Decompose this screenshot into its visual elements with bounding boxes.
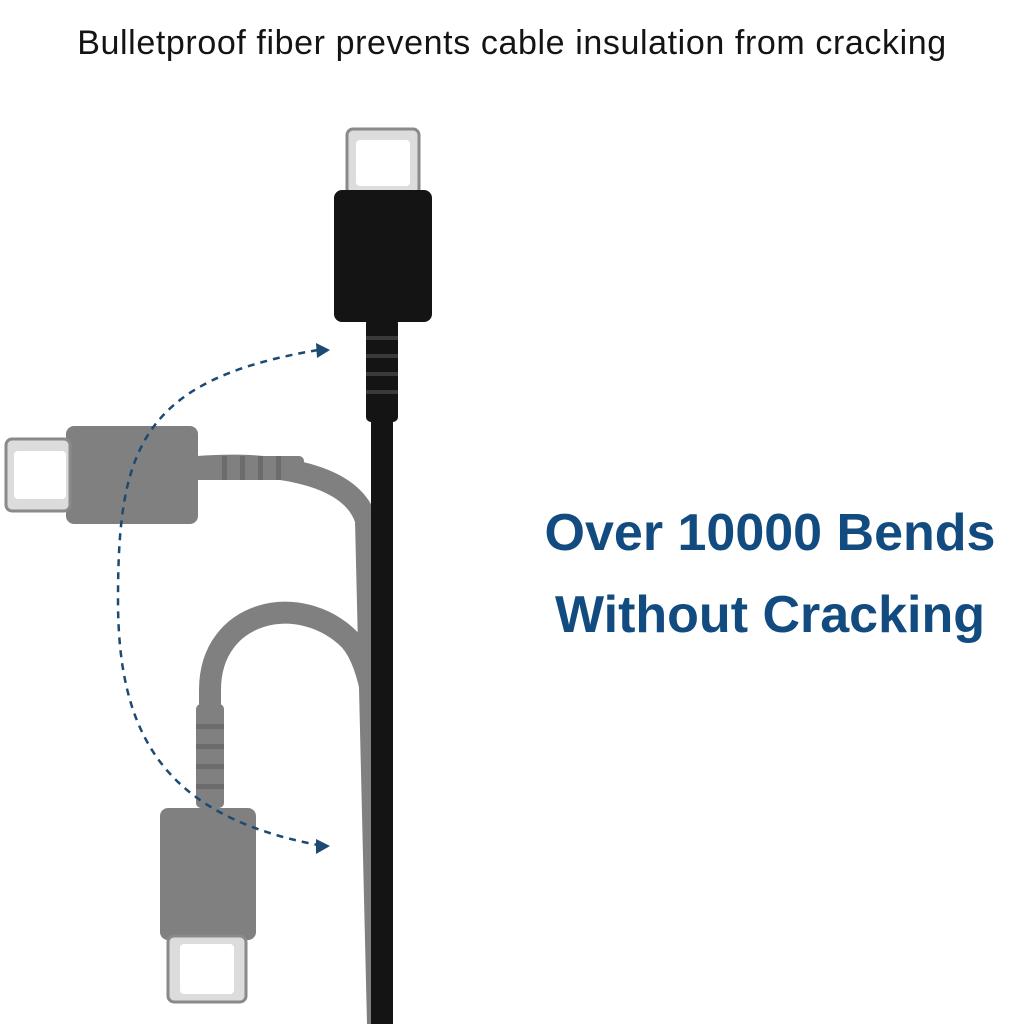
ghost-cable-horizontal	[4, 426, 389, 1024]
feature-line-1: Over 10000 Bends	[544, 504, 996, 562]
black-cable-upright	[334, 127, 432, 1024]
usb-c-connector-icon	[334, 127, 432, 322]
strain-relief-down	[196, 704, 224, 808]
strain-relief-horizontal	[192, 456, 304, 480]
feature-callout: Over 10000 Bends Without Cracking	[505, 492, 1024, 656]
ghost-cable-down	[160, 601, 393, 1024]
dashed-arc-arrow-icon	[116, 343, 330, 854]
feature-line-2: Without Cracking	[555, 586, 985, 644]
strain-relief-upright	[366, 318, 398, 422]
usb-c-connector-icon	[160, 808, 256, 1004]
usb-c-connector-icon	[4, 426, 198, 524]
headline: Bulletproof fiber prevents cable insulat…	[77, 24, 947, 62]
